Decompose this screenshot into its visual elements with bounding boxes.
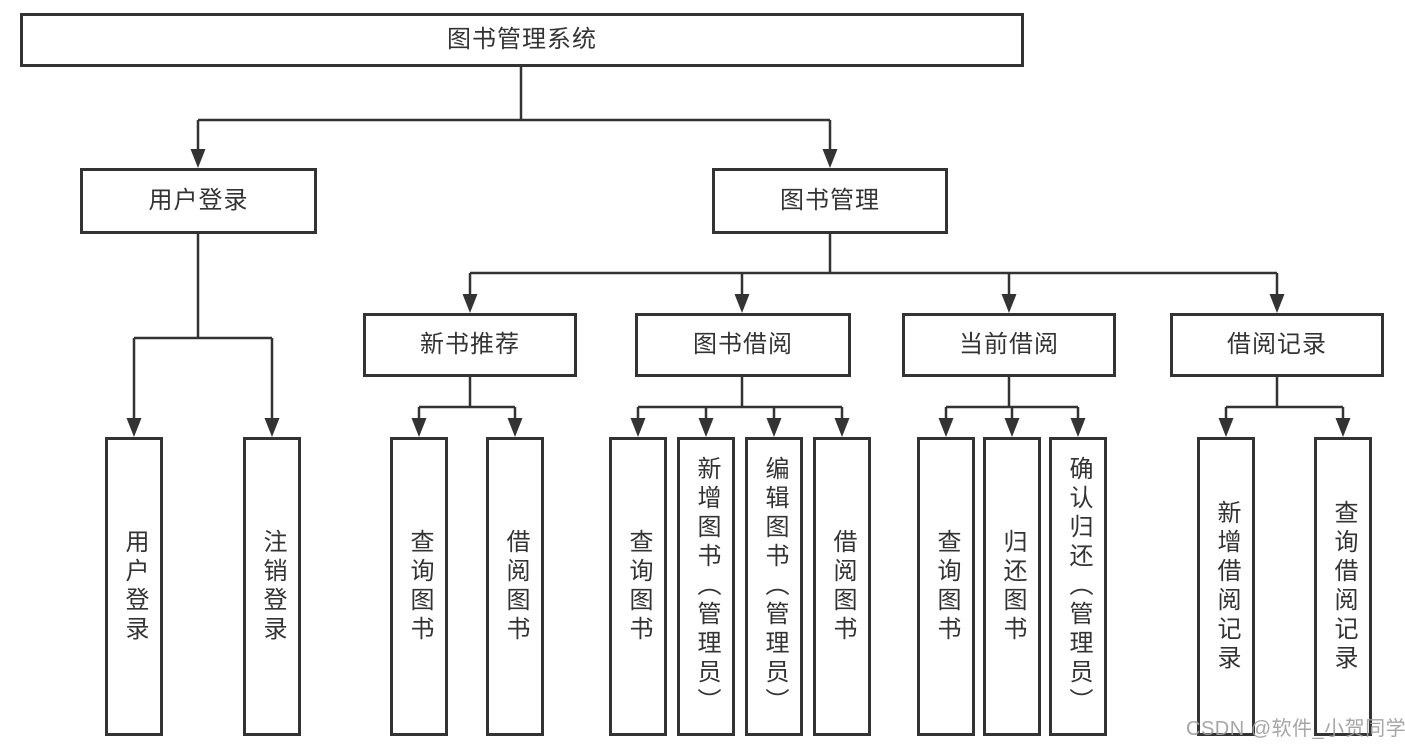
arrow-down-icon bbox=[1335, 418, 1351, 437]
node-borrow-records: 借阅记录 bbox=[1170, 313, 1384, 377]
node-book-management: 图书管理 bbox=[712, 168, 948, 234]
arrow-down-icon bbox=[938, 418, 954, 437]
leaf-edit-books-admin: 编辑图书（管理员） bbox=[745, 437, 803, 736]
leaf-add-borrow-record: 新增借阅记录 bbox=[1197, 437, 1255, 736]
node-current-borrow: 当前借阅 bbox=[902, 313, 1116, 377]
leaf-query-books-recommend: 查询图书 bbox=[390, 437, 448, 736]
arrow-down-icon bbox=[1218, 418, 1234, 437]
leaf-user-login: 用户登录 bbox=[105, 437, 163, 736]
leaf-add-books-admin: 新增图书（管理员） bbox=[677, 437, 735, 736]
arrow-down-icon bbox=[1269, 294, 1285, 313]
connector-new-book-recommend-children bbox=[411, 377, 523, 437]
arrow-down-icon bbox=[1070, 418, 1086, 437]
arrow-down-icon bbox=[462, 294, 478, 313]
arrow-down-icon bbox=[698, 418, 714, 437]
arrow-down-icon bbox=[411, 418, 427, 437]
arrow-down-icon bbox=[126, 418, 142, 437]
arrow-down-icon bbox=[190, 149, 206, 168]
connector-book-borrow-children bbox=[630, 377, 850, 437]
connector-current-borrow-children bbox=[938, 377, 1086, 437]
connector-borrow-records-children bbox=[1218, 377, 1351, 437]
leaf-logout: 注销登录 bbox=[243, 437, 301, 736]
leaf-confirm-return-admin: 确认归还（管理员） bbox=[1049, 437, 1107, 736]
arrow-down-icon bbox=[766, 418, 782, 437]
connector-book-mgmt-to-level2 bbox=[462, 234, 1285, 313]
leaf-return-books: 归还图书 bbox=[983, 437, 1041, 736]
arrow-down-icon bbox=[1001, 294, 1017, 313]
arrow-down-icon bbox=[1004, 418, 1020, 437]
node-user-login: 用户登录 bbox=[80, 168, 317, 234]
leaf-borrow-books-recommend: 借阅图书 bbox=[486, 437, 544, 736]
watermark: CSDN @软件_小贺同学 bbox=[1186, 718, 1405, 740]
arrow-down-icon bbox=[822, 149, 838, 168]
leaf-query-borrow-record: 查询借阅记录 bbox=[1314, 437, 1372, 736]
arrow-down-icon bbox=[507, 418, 523, 437]
arrow-down-icon bbox=[834, 418, 850, 437]
arrow-down-icon bbox=[264, 418, 280, 437]
connector-root-to-level1 bbox=[190, 67, 838, 168]
node-book-borrow: 图书借阅 bbox=[635, 313, 851, 377]
connector-user-login-children bbox=[126, 234, 280, 437]
arrow-down-icon bbox=[734, 294, 750, 313]
arrow-down-icon bbox=[630, 418, 646, 437]
leaf-query-books-borrow: 查询图书 bbox=[609, 437, 667, 736]
leaf-borrow-books: 借阅图书 bbox=[813, 437, 871, 736]
node-new-book-recommend: 新书推荐 bbox=[363, 313, 577, 377]
node-library-management-system: 图书管理系统 bbox=[20, 13, 1024, 67]
leaf-query-books-current: 查询图书 bbox=[917, 437, 975, 736]
